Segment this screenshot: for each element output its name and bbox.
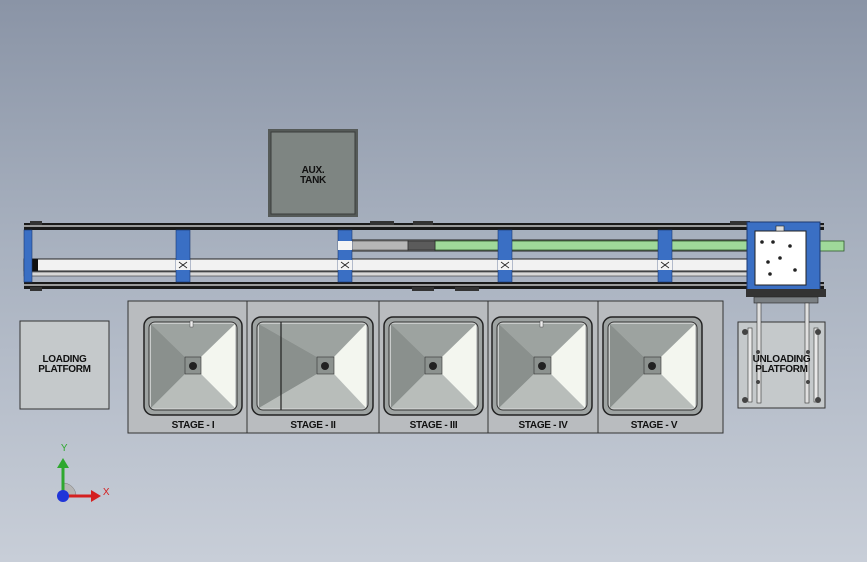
- stage-tank: [383, 316, 484, 416]
- stage-tank: [491, 316, 593, 416]
- conveyor-track: [23, 221, 845, 291]
- unloading-platform-label-line2: PLATFORM: [755, 364, 808, 375]
- stage-tank: [251, 316, 374, 416]
- x-axis-label: X: [102, 487, 110, 498]
- loading-platform-label-line2: PLATFORM: [38, 364, 91, 375]
- hoist-carriage: [746, 221, 826, 304]
- loading-platform-label: LOADING PLATFORM: [20, 355, 109, 375]
- unloading-platform: [737, 302, 826, 409]
- aux-tank: [268, 129, 358, 217]
- stage-label-5: STAGE - V: [630, 420, 678, 431]
- frame-posts: [23, 229, 673, 283]
- stages-panel: [127, 300, 724, 434]
- loading-platform: [19, 320, 110, 410]
- stage-label-3: STAGE - III: [409, 420, 458, 431]
- stage-tank: [143, 316, 243, 416]
- coordinate-triad: [57, 458, 101, 502]
- aux-tank-label: AUX. TANK: [271, 166, 355, 186]
- loading-platform-label-line1: LOADING: [42, 354, 87, 365]
- stage-label-1: STAGE - I: [171, 420, 215, 431]
- unloading-platform-label: UNLOADING PLATFORM: [738, 355, 825, 375]
- y-axis-label: Y: [60, 443, 68, 454]
- stage-label-4: STAGE - IV: [518, 420, 568, 431]
- aux-tank-label-line1: AUX.: [301, 165, 325, 176]
- stage-tank: [602, 316, 703, 416]
- unloading-platform-label-line1: UNLOADING: [752, 354, 811, 365]
- stage-label-2: STAGE - II: [290, 420, 336, 431]
- aux-tank-label-line2: TANK: [300, 175, 326, 186]
